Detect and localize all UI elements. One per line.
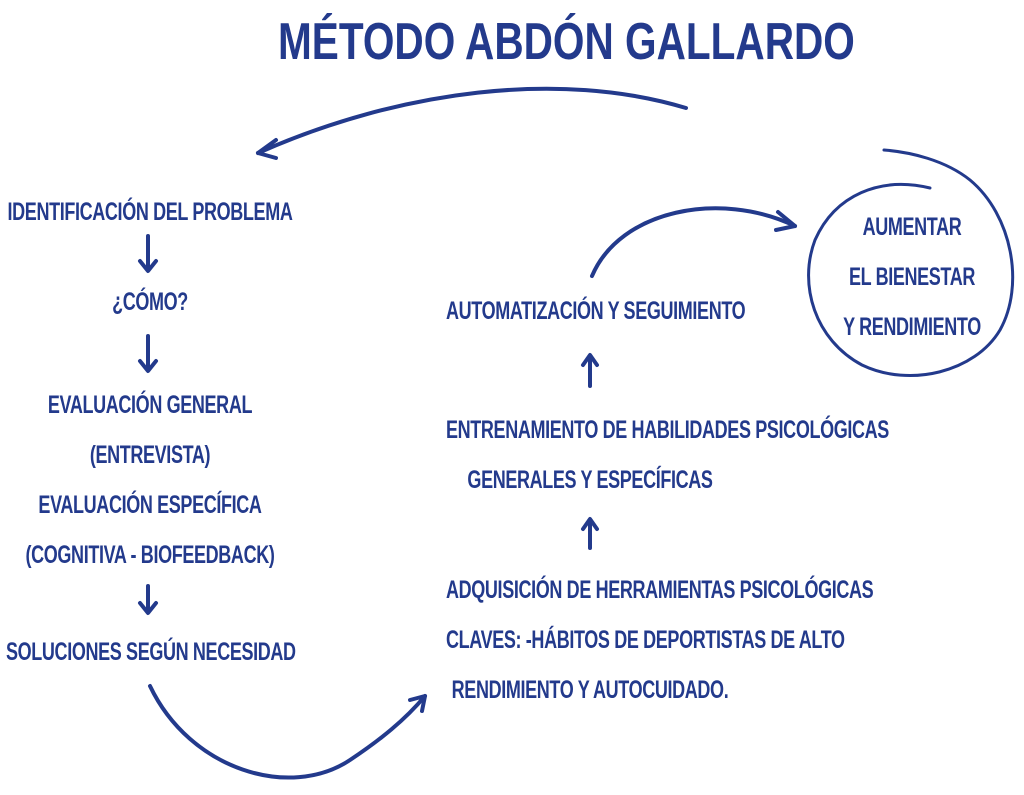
- step-acquisition-line1: Adquisición de herramientas psicológicas: [446, 576, 874, 604]
- curved-arrow-icon-bottom: [148, 684, 427, 780]
- page-title: Método Abdón Gallardo: [278, 13, 855, 71]
- step-acquisition-line3: rendimiento y autocuidado.: [451, 676, 729, 704]
- step-how: ¿Cómo?: [112, 288, 188, 316]
- step-acquisition-line2: claves: -hábitos de deportistas de alto: [446, 626, 845, 654]
- goal-line1: Aumentar: [862, 213, 962, 241]
- step-specific-evaluation: Evaluación específica: [38, 491, 262, 519]
- step-solutions: Soluciones según necesidad: [6, 638, 296, 666]
- goal-line2: el bienestar: [848, 263, 976, 291]
- curved-arrow-icon-to-goal: [590, 206, 797, 278]
- step-cognitive-biofeedback: (cognitiva - biofeedback): [25, 541, 275, 569]
- step-interview: (entrevista): [89, 441, 211, 469]
- step-general-evaluation: Evaluación general: [47, 391, 253, 419]
- step-identification: Identificación del problema: [7, 198, 293, 226]
- arrow-up-icon-1: [581, 517, 599, 550]
- step-training-line2: generales y específicas: [467, 466, 713, 494]
- arrow-down-icon-3: [138, 584, 158, 615]
- arrow-down-icon-2: [138, 334, 158, 373]
- goal-line3: y rendimiento: [843, 313, 981, 341]
- step-training-line1: Entrenamiento de habilidades psicológica…: [446, 416, 889, 444]
- arrow-up-icon-2: [581, 353, 599, 388]
- hand-drawn-circle: [807, 148, 1015, 377]
- step-automation: Automatización y seguimiento: [446, 297, 746, 325]
- curved-arrow-icon-top: [256, 86, 688, 160]
- arrow-down-icon-1: [138, 234, 158, 273]
